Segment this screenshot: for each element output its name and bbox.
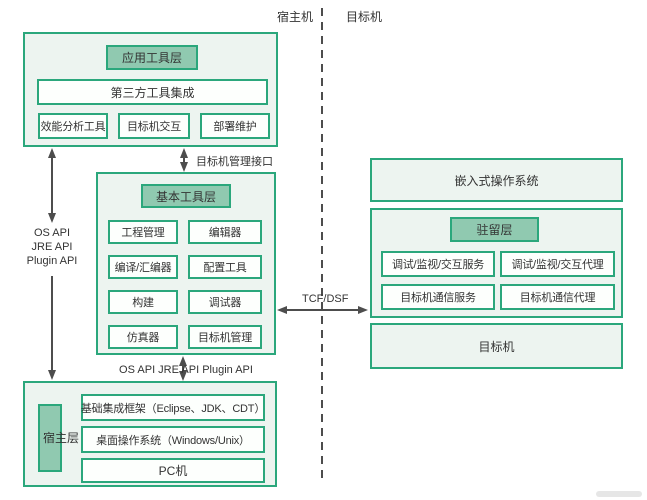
debug-monitor-service-box: 调试/监视/交互服务: [381, 251, 495, 277]
left-api-label: OS API JRE API Plugin API: [14, 226, 90, 268]
host-region-label: 宿主机: [277, 10, 314, 24]
embedded-os-box: 嵌入式操作系统: [370, 158, 623, 202]
build-box: 构建: [108, 290, 178, 314]
base-framework-box: 基础集成框架（Eclipse、JDK、CDT）: [81, 394, 265, 421]
bottom-api-label: OS API JRE API Plugin API: [119, 364, 253, 376]
target-mgmt-interface-label: 目标机管理接口: [196, 156, 273, 168]
target-interaction-box: 目标机交互: [118, 113, 190, 139]
editor-box: 编辑器: [188, 220, 262, 244]
deploy-maintain-box: 部署维护: [200, 113, 270, 139]
jre-api-line: JRE API: [31, 241, 73, 253]
os-api-line: OS API: [33, 227, 71, 239]
target-region-label: 目标机: [346, 10, 383, 24]
basic-tool-layer-title: 基本工具层: [141, 184, 231, 208]
project-mgmt-box: 工程管理: [108, 220, 178, 244]
plugin-api-line: Plugin API: [26, 255, 78, 267]
debugger-box: 调试器: [188, 290, 262, 314]
target-machine-box: 目标机: [370, 323, 623, 369]
simulator-box: 仿真器: [108, 325, 178, 349]
config-tool-box: 配置工具: [188, 255, 262, 279]
debug-monitor-agent-box: 调试/监视/交互代理: [500, 251, 615, 277]
tcf-dsf-label: TCF/DSF: [302, 293, 349, 305]
resident-layer-panel: 驻留层 调试/监视/交互服务 调试/监视/交互代理 目标机通信服务 目标机通信代…: [370, 208, 623, 318]
target-mgmt-box: 目标机管理: [188, 325, 262, 349]
app-tool-layer-panel: 应用工具层 第三方工具集成 效能分析工具 目标机交互 部署维护: [23, 32, 278, 147]
basic-tool-layer-panel: 基本工具层 工程管理 编辑器 编译/汇编器 配置工具 构建 调试器 仿真器 目标…: [96, 172, 276, 355]
desktop-os-box: 桌面操作系统（Windows/Unix）: [81, 426, 265, 453]
resident-layer-title: 驻留层: [450, 217, 539, 242]
target-comm-service-box: 目标机通信服务: [381, 284, 495, 310]
performance-analysis-box: 效能分析工具: [38, 113, 108, 139]
third-party-integration-box: 第三方工具集成: [37, 79, 268, 105]
app-tool-layer-title: 应用工具层: [106, 45, 198, 70]
host-layer-title: 宿主层: [38, 404, 79, 472]
watermark: [596, 491, 642, 497]
pc-box: PC机: [81, 458, 265, 483]
compiler-assembler-box: 编译/汇编器: [108, 255, 178, 279]
target-comm-agent-box: 目标机通信代理: [500, 284, 615, 310]
host-layer-panel: 宿主层 基础集成框架（Eclipse、JDK、CDT） 桌面操作系统（Windo…: [23, 381, 277, 487]
